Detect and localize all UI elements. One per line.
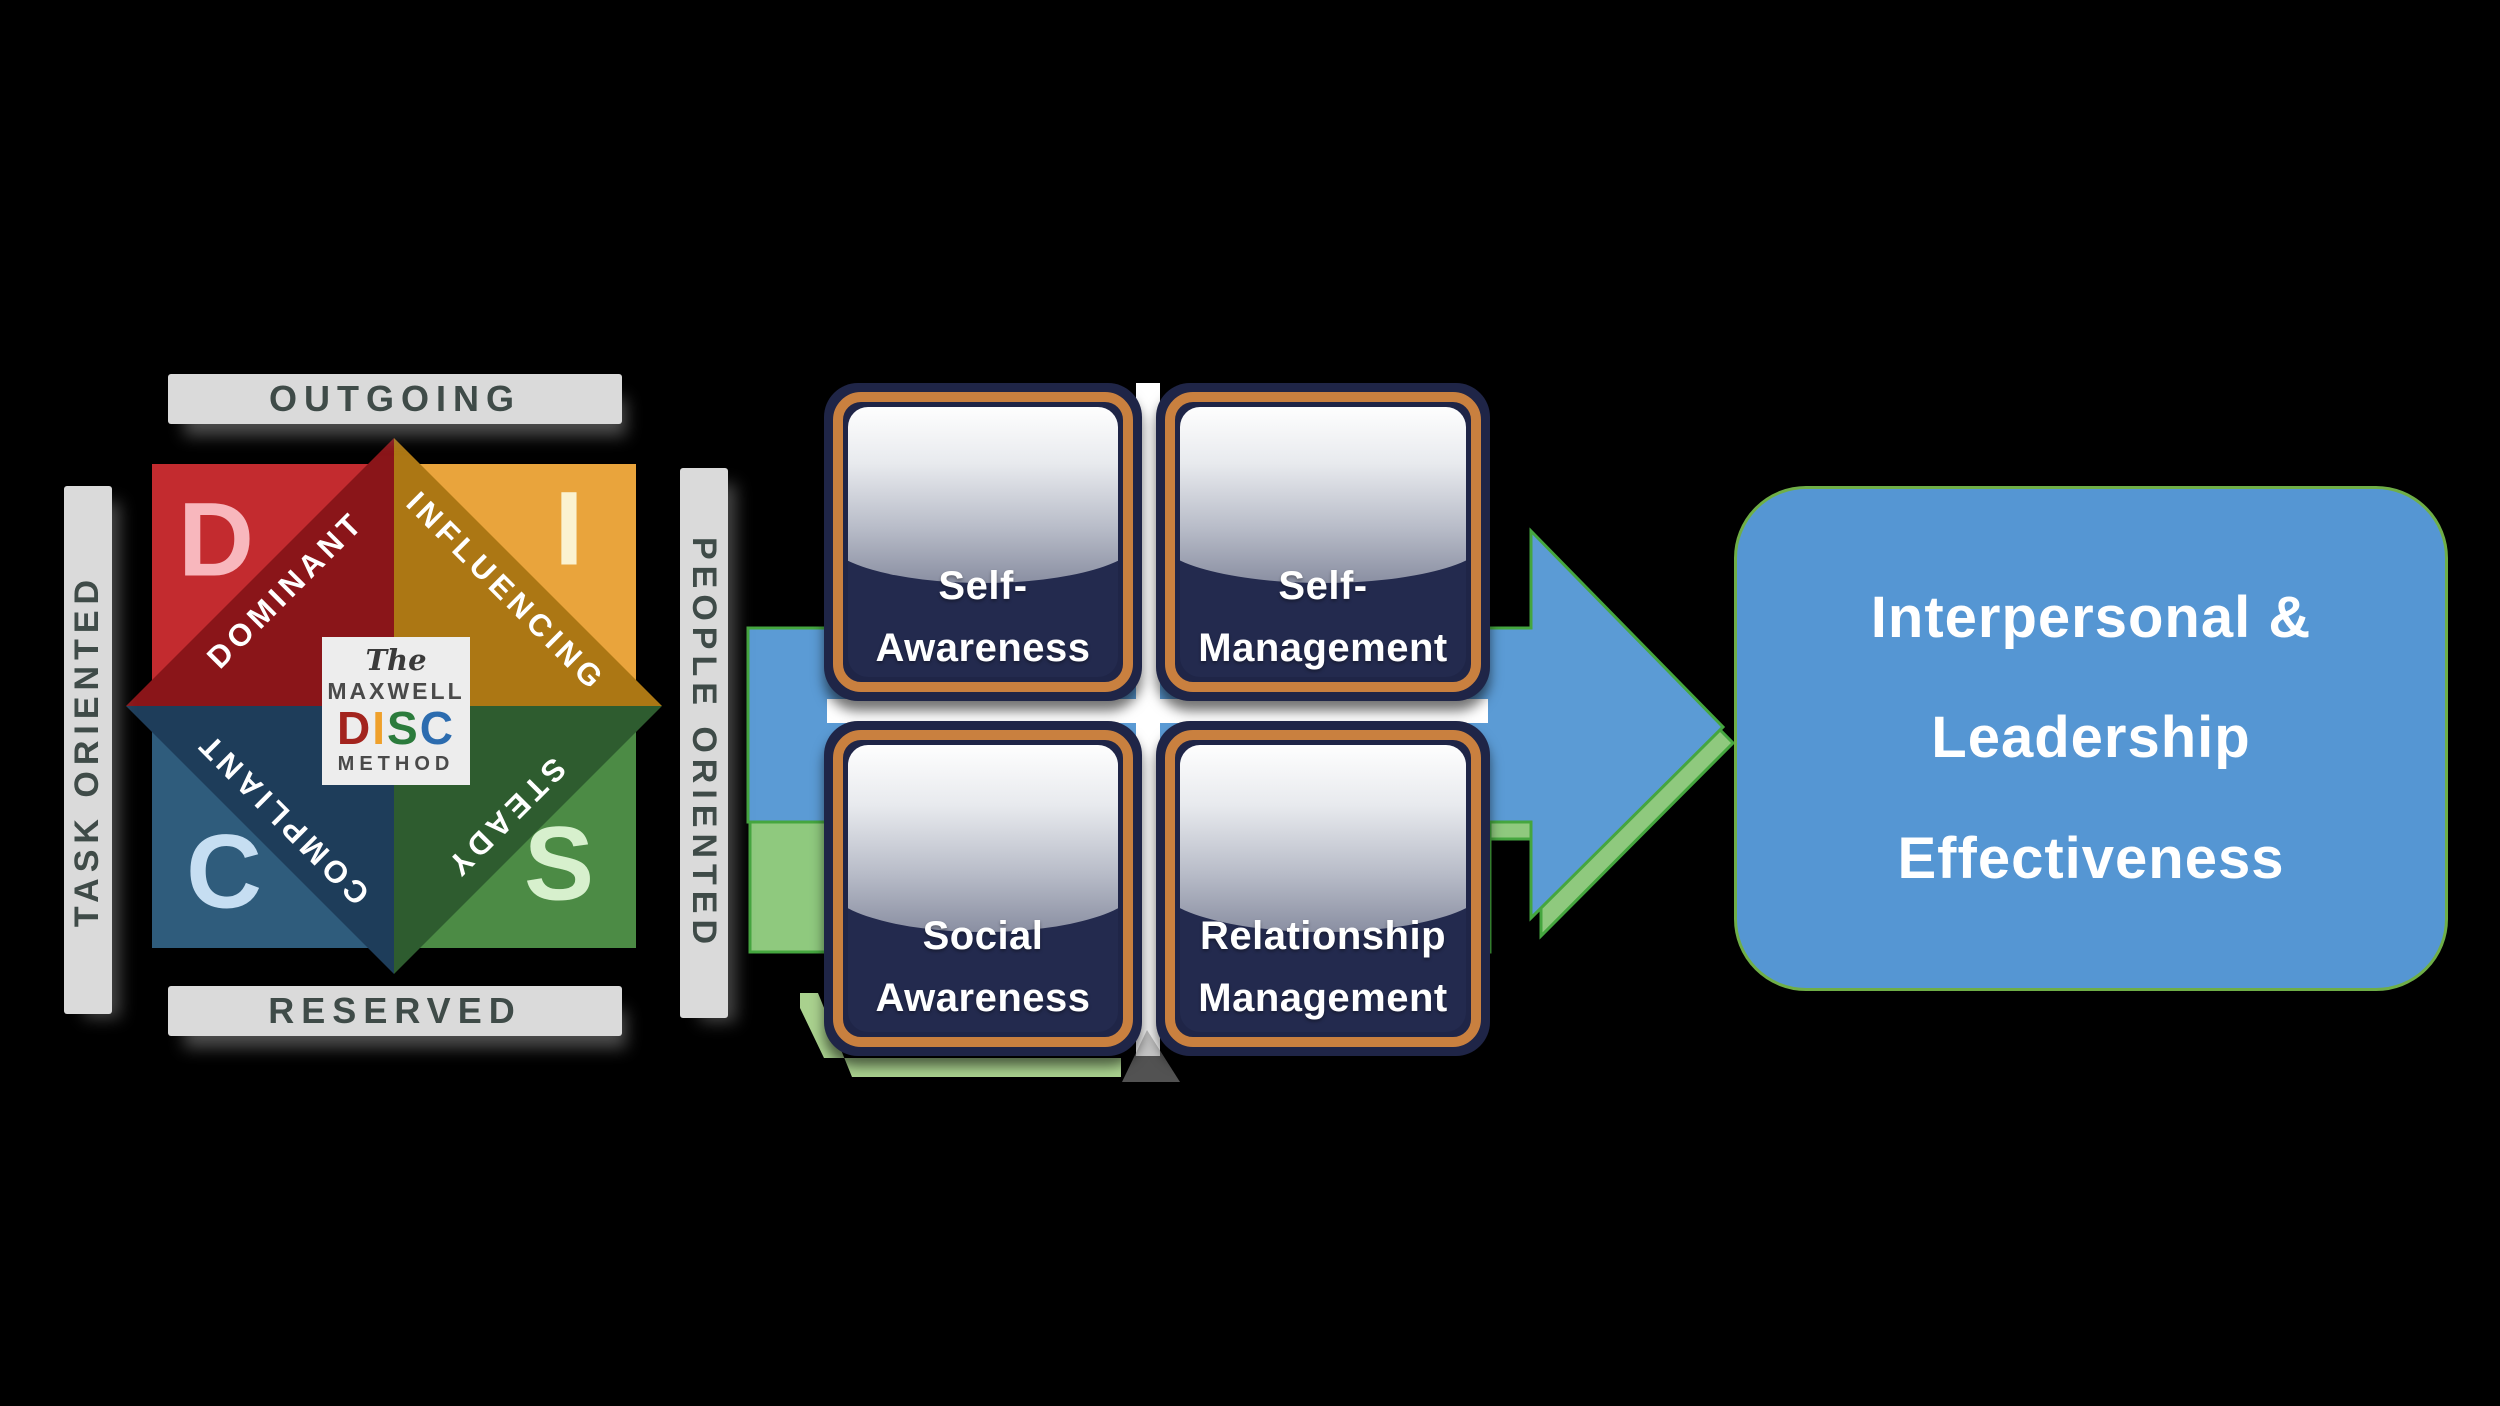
eq-box-line2: Awareness: [875, 625, 1091, 670]
eq-box-line1: Social: [922, 914, 1044, 959]
outcome-line-2: Leadership: [1931, 705, 2251, 771]
eq-box-ring: [833, 730, 1133, 1047]
logo-the: The: [365, 642, 427, 677]
eq-box-line1: Self-: [1278, 563, 1368, 608]
logo-letter-c: C: [419, 702, 455, 755]
eq-box-inner: [1180, 745, 1466, 1032]
maxwell-disc-method-logo: The MAXWELL DISC METHOD: [322, 637, 470, 785]
eq-box-line2: Management: [1198, 976, 1448, 1021]
quadrant-i-letter: I: [554, 470, 584, 588]
axis-label-task-oriented: TASK ORIENTED: [64, 486, 112, 1014]
eq-box-social-awareness: Social Awareness: [824, 721, 1142, 1056]
logo-letter-d: D: [337, 702, 373, 755]
task-oriented-label: TASK ORIENTED: [68, 573, 107, 927]
outcome-box-interpersonal-leadership: Interpersonal & Leadership Effectiveness: [1734, 486, 2448, 991]
eq-box-line1: Relationship: [1199, 914, 1447, 959]
quadrant-s-letter: S: [523, 805, 595, 923]
logo-letter-i: I: [372, 702, 388, 755]
axis-label-people-oriented: PEOPLE ORIENTED: [680, 468, 728, 1018]
eq-box-line2: Management: [1198, 625, 1448, 670]
eq-box-inner: [1180, 407, 1466, 677]
eq-box-label: Social Awareness: [824, 905, 1142, 1029]
eq-box-inner: [848, 745, 1118, 1032]
axis-label-outgoing: OUTGOING: [168, 374, 622, 424]
eq-box-label: Relationship Management: [1156, 905, 1490, 1029]
logo-letter-s: S: [387, 702, 420, 755]
quadrant-c-letter: C: [186, 813, 262, 931]
eq-box-ring: [1165, 392, 1481, 692]
eq-box-gloss: [848, 407, 1118, 583]
logo-disc-wordmark: DISC: [337, 704, 455, 752]
outcome-line-3: Effectiveness: [1897, 825, 2285, 891]
eq-box-self-management: Self- Management: [1156, 383, 1490, 701]
eq-box-ring: [1165, 730, 1481, 1047]
eq-box-ring: [833, 392, 1133, 692]
eq-box-inner: [848, 407, 1118, 677]
eq-box-line2: Awareness: [875, 976, 1091, 1021]
logo-method: METHOD: [337, 753, 455, 776]
eq-box-label: Self- Management: [1156, 555, 1490, 679]
eq-box-gloss: [1180, 407, 1466, 583]
eq-box-label: Self- Awareness: [824, 555, 1142, 679]
eq-box-line1: Self-: [938, 563, 1028, 608]
eq-box-relationship-management: Relationship Management: [1156, 721, 1490, 1056]
logo-maxwell: MAXWELL: [327, 677, 465, 704]
reserved-label: RESERVED: [268, 990, 522, 1031]
shadow-wedge: [1122, 1030, 1180, 1082]
outgoing-label: OUTGOING: [269, 378, 521, 419]
quadrant-d-letter: D: [178, 481, 254, 599]
outcome-line-1: Interpersonal &: [1870, 584, 2312, 650]
grid-gap-horizontal: [827, 699, 1488, 723]
eq-box-self-awareness: Self- Awareness: [824, 383, 1142, 701]
people-oriented-label: PEOPLE ORIENTED: [685, 536, 724, 950]
eq-box-gloss: [1180, 745, 1466, 932]
eq-box-gloss: [848, 745, 1118, 932]
green-sliver-shape: [800, 993, 1121, 1077]
axis-label-reserved: RESERVED: [168, 986, 622, 1036]
